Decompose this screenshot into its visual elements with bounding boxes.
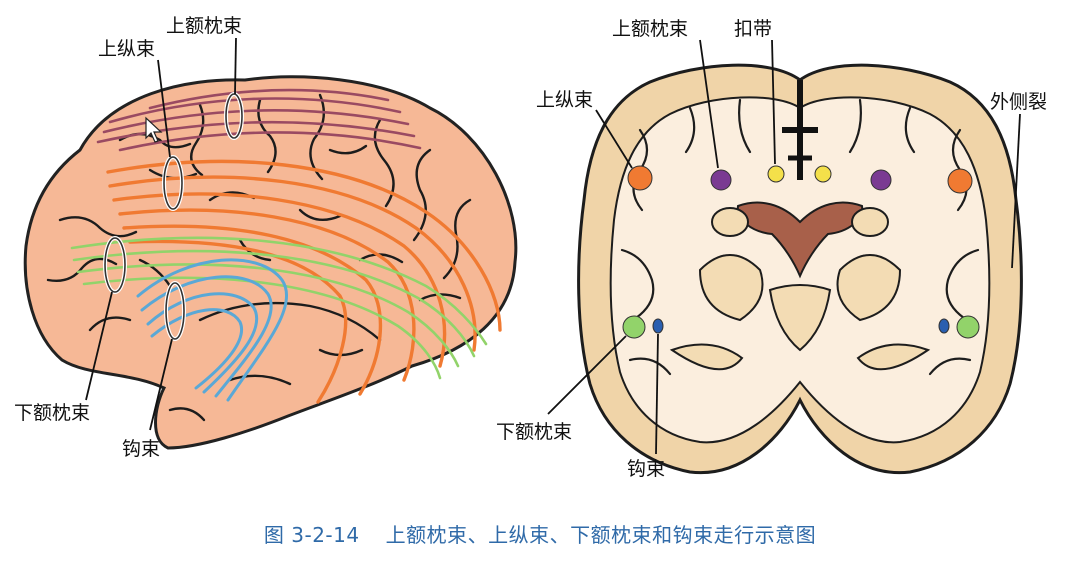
dot-inf-fronto-occipital-left: [622, 315, 646, 339]
dot-cingulum-right: [814, 165, 832, 183]
dot-sup-fronto-occipital-right: [870, 169, 892, 191]
figure-canvas: 上额枕束 上纵束 下额枕束 钩束: [14, 15, 1047, 480]
sulci: [46, 93, 472, 422]
lateral-ventricles: [736, 201, 864, 279]
label-uncinate-right: 钩束: [627, 458, 665, 480]
label-sup-longitudinal-right: 上纵束: [536, 89, 593, 111]
coronal-section-view: 上额枕束 扣带 上纵束 外侧裂 下额枕束 钩束: [496, 18, 1047, 480]
label-inf-fronto-occipital-left: 下额枕束: [14, 402, 90, 424]
label-lateral-fissure: 外侧裂: [990, 91, 1047, 113]
figure-caption: 图 3-2-14 上额枕束、上纵束、下额枕束和钩束走行示意图: [0, 519, 1080, 548]
label-sup-fronto-occipital-left: 上额枕束: [166, 15, 242, 37]
tract-dots: [622, 165, 980, 339]
gyri: [620, 98, 980, 376]
leader-lines-left: [85, 37, 237, 431]
cursor-icon: [145, 116, 163, 143]
label-inf-fronto-occipital-right: 下额枕束: [496, 421, 572, 443]
brain-outline: [23, 75, 518, 450]
dot-inf-fronto-occipital-right: [956, 315, 980, 339]
dot-sup-longitudinal-right: [947, 168, 973, 194]
label-sup-longitudinal-left: 上纵束: [98, 38, 155, 60]
label-uncinate-left: 钩束: [122, 438, 160, 460]
deep-nuclei: [669, 207, 931, 371]
label-sup-fronto-occipital-right: 上额枕束: [612, 18, 688, 40]
dot-sup-fronto-occipital-left: [710, 169, 732, 191]
dot-uncinate-right: [938, 318, 950, 334]
caption-text: 上额枕束、上纵束、下额枕束和钩束走行示意图: [385, 523, 817, 547]
dot-uncinate-left: [652, 318, 664, 334]
label-cingulum: 扣带: [734, 18, 772, 40]
dot-cingulum-left: [767, 165, 785, 183]
caption-number: 图 3-2-14: [263, 523, 360, 547]
tract-sup-fronto-occipital: [96, 88, 422, 152]
dot-sup-longitudinal-left: [627, 165, 653, 191]
leader-lines-right: [547, 39, 1021, 455]
lateral-brain-view: 上额枕束 上纵束 下额枕束 钩束: [14, 15, 518, 460]
